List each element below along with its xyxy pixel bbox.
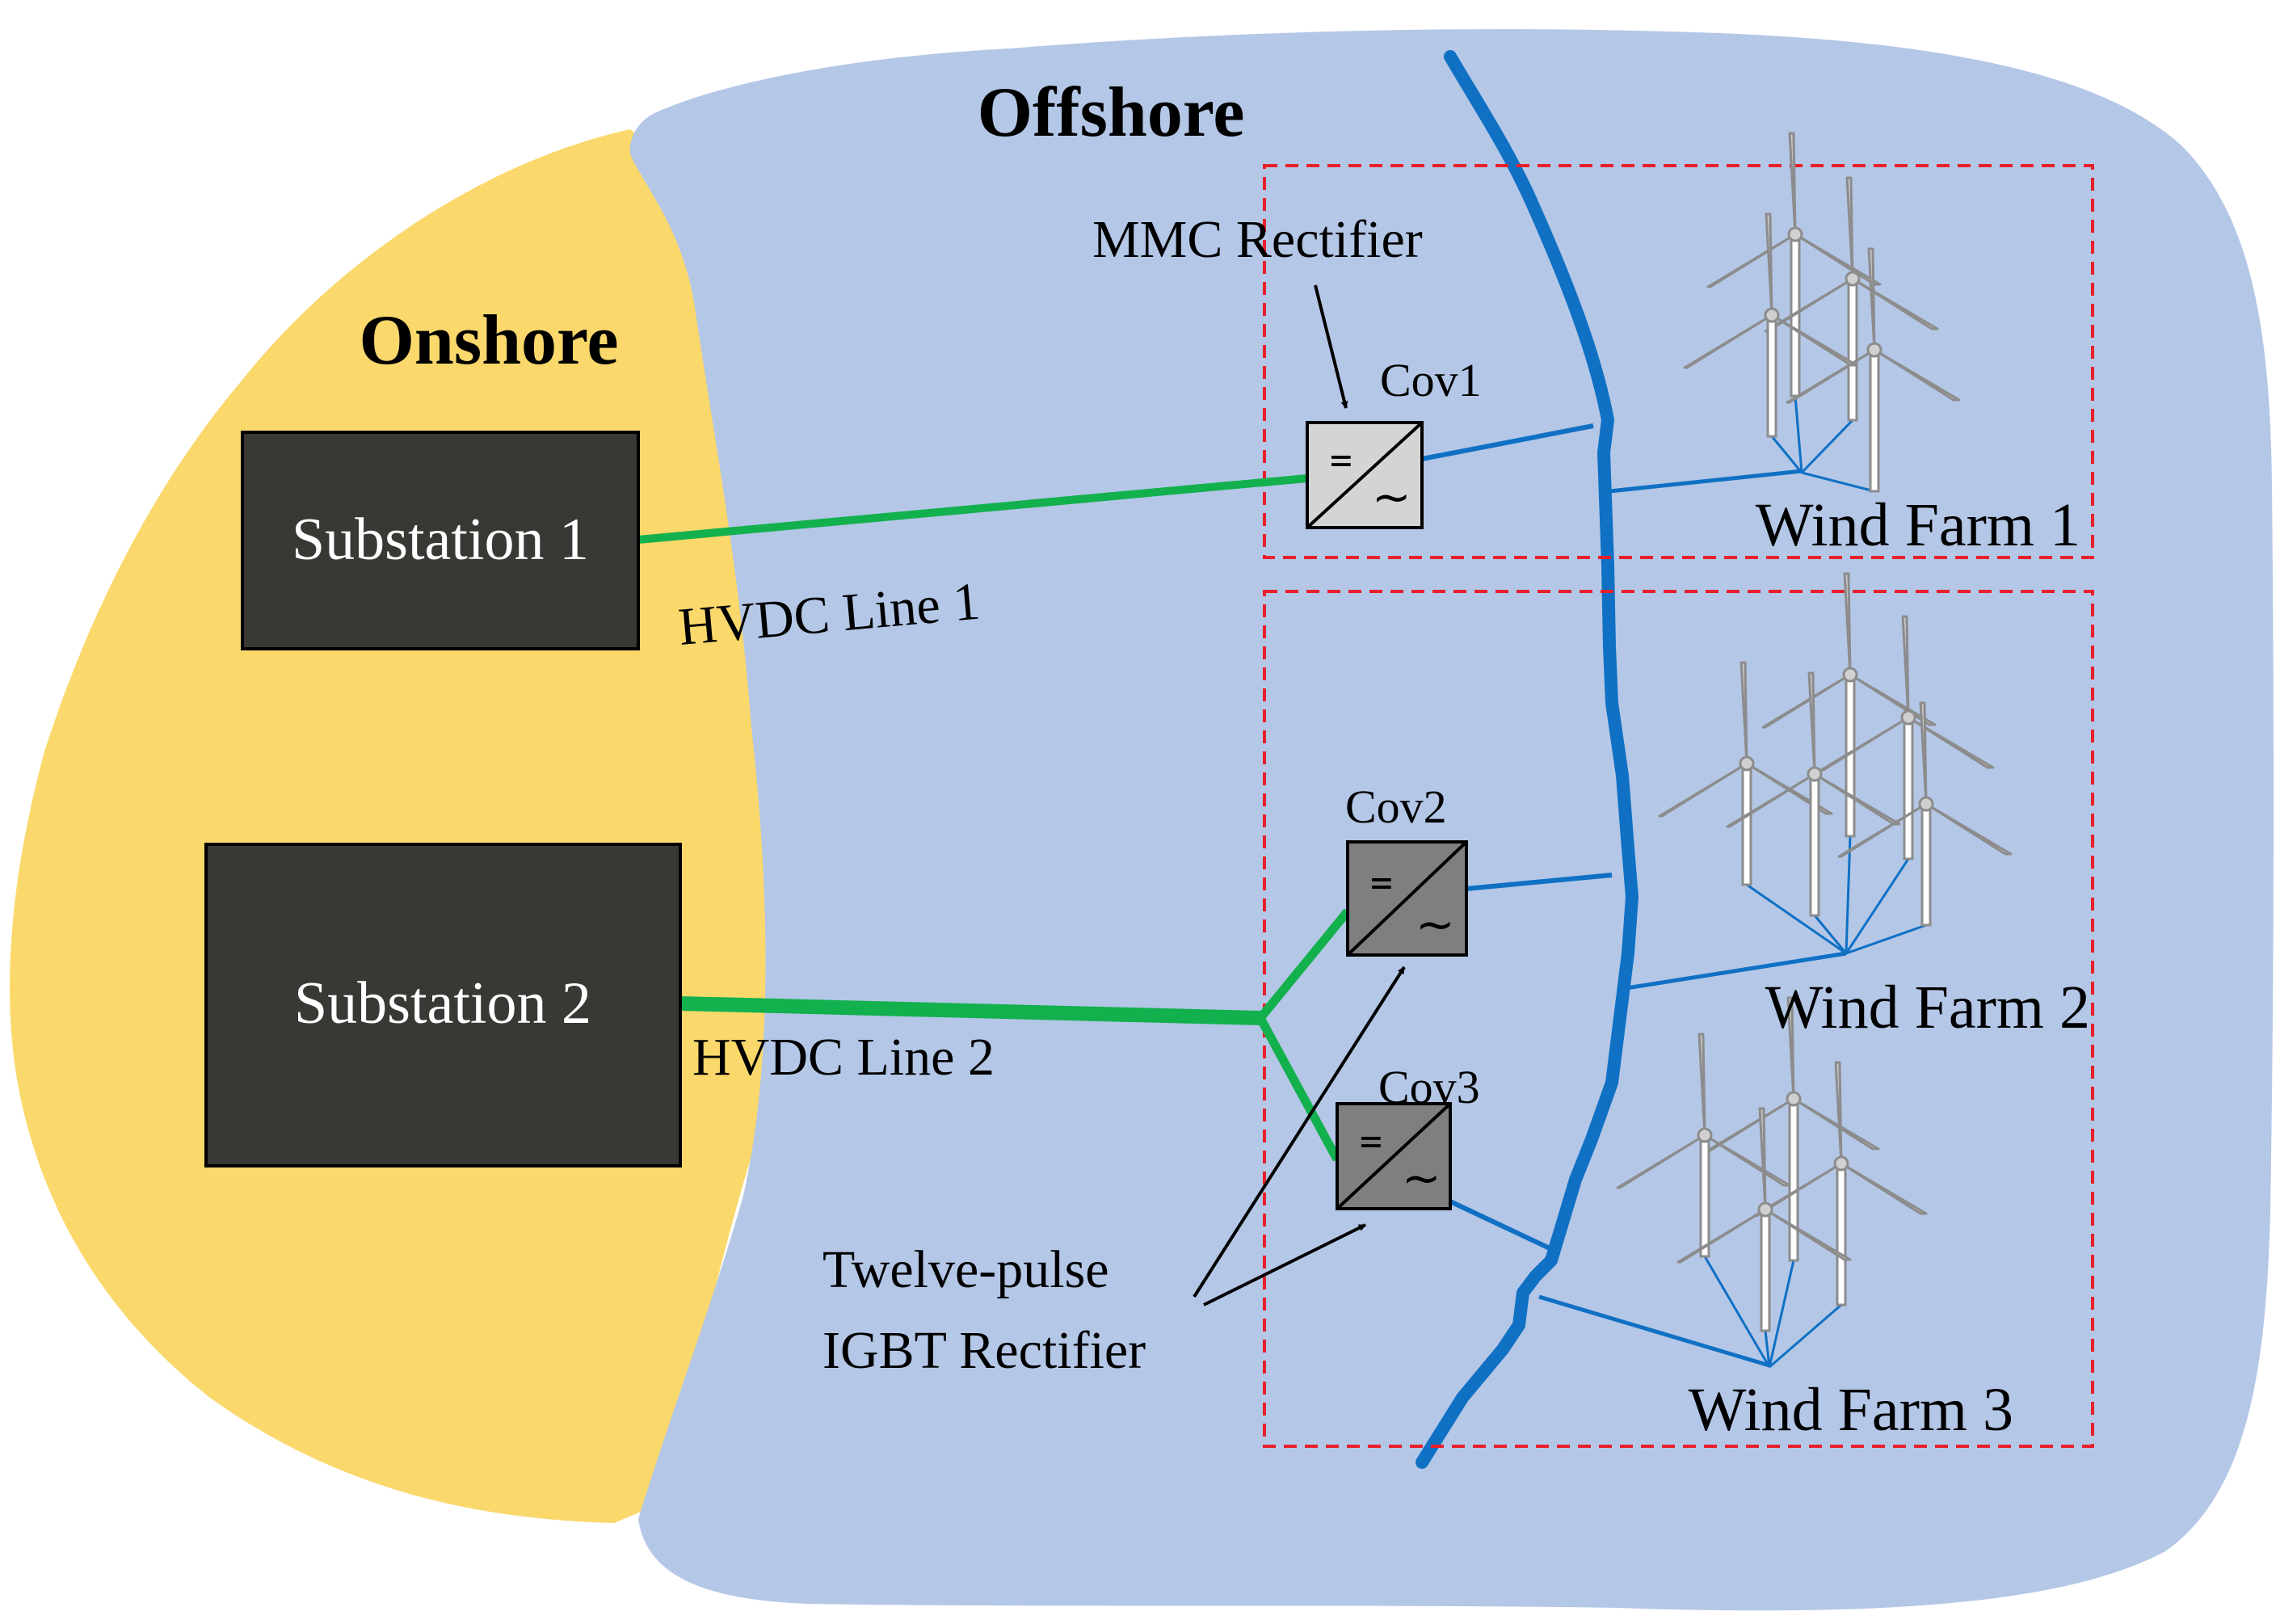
converter-cov2: = ~ <box>1346 840 1468 957</box>
wind-farm-1-turbines <box>1683 132 1961 493</box>
wind-turbine-icon <box>1676 1107 1852 1332</box>
dc-symbol: = <box>1370 860 1393 904</box>
wind-turbine-icon <box>1616 1033 1791 1258</box>
ac-line-cov1 <box>1421 423 1594 461</box>
hvdc-line-1 <box>637 474 1308 544</box>
ac-line-farm2 <box>1626 951 1847 991</box>
ac-line-cov2 <box>1466 873 1613 891</box>
collector-cable <box>1800 419 1854 474</box>
substation-2-label: Substation 2 <box>294 970 591 1037</box>
ac-line-farm1 <box>1609 469 1803 494</box>
collector-cable <box>1801 471 1875 493</box>
wind-turbine-icon <box>1837 701 2013 927</box>
converter-cov3: = ~ <box>1336 1102 1452 1210</box>
collector-cable <box>1746 883 1847 955</box>
substation-1-label: Substation 1 <box>292 507 589 573</box>
hvdc-branch-cov3 <box>1256 1016 1341 1162</box>
wind-farm-2-turbines <box>1658 572 2013 955</box>
ac-symbol: ~ <box>1372 469 1411 524</box>
turbine-groups <box>1616 132 2013 1369</box>
twelve-pulse-label: Twelve-pulse <box>822 1240 1109 1299</box>
offshore-region <box>629 29 2274 1611</box>
cov1-label: Cov1 <box>1380 354 1482 406</box>
hvdc-line-2 <box>679 996 1261 1025</box>
wind-turbine-icon <box>1726 671 1901 917</box>
converter-cov1: = ~ <box>1306 421 1424 529</box>
wind-farm-3-turbines <box>1616 996 1928 1369</box>
cov3-label: Cov3 <box>1378 1061 1480 1113</box>
twelve-arrow-cov2 <box>1193 966 1406 1298</box>
cov2-label: Cov2 <box>1345 780 1447 833</box>
converter-diagonal <box>1306 421 1424 529</box>
onshore-heading: Onshore <box>359 301 618 380</box>
wind-turbine-icon <box>1819 615 1995 860</box>
collector-cable <box>1768 1260 1795 1368</box>
substation-2 <box>204 843 682 1168</box>
collector-cable <box>1703 1256 1771 1368</box>
collector-cable <box>1794 395 1803 473</box>
converter-diagonal <box>1336 1102 1452 1210</box>
collector-cable <box>1769 1303 1842 1369</box>
converter-diagonal <box>1346 840 1468 957</box>
igbt-rectifier-label: IGBT Rectifier <box>822 1321 1146 1380</box>
collector-cable <box>1845 923 1927 955</box>
coastline <box>1416 50 1638 1469</box>
collector-cable <box>1770 435 1803 473</box>
hvdc-line-2-label: HVDC Line 2 <box>692 1028 995 1087</box>
wind-farm-1-label: Wind Farm 1 <box>1756 491 2080 559</box>
collector-cable <box>1845 835 1852 954</box>
wind-farm-3-label: Wind Farm 3 <box>1689 1376 2013 1444</box>
twelve-arrow-cov3 <box>1203 1223 1366 1306</box>
wind-farm-2-label: Wind Farm 2 <box>1765 974 2090 1041</box>
mmc-rectifier-label: MMC Rectifier <box>1092 210 1423 269</box>
ac-line-cov3 <box>1449 1199 1551 1251</box>
offshore-heading: Offshore <box>978 74 1245 152</box>
hvdc-branch-cov2 <box>1256 908 1352 1021</box>
dc-symbol: = <box>1330 438 1352 482</box>
wind-turbine-icon <box>1683 212 1858 438</box>
mmc-arrow <box>1314 284 1348 409</box>
ac-symbol: ~ <box>1416 897 1455 952</box>
collector-cable <box>1764 1330 1771 1368</box>
collector-cable <box>1845 858 1910 954</box>
substation-1 <box>241 431 640 650</box>
dc-symbol: = <box>1360 1119 1382 1163</box>
ac-line-farm3 <box>1538 1294 1770 1368</box>
ac-symbol: ~ <box>1402 1151 1441 1205</box>
wind-turbine-icon <box>1752 1061 1928 1306</box>
wind-turbine-icon <box>1786 247 1961 493</box>
wind-turbine-icon <box>1705 996 1880 1262</box>
collector-cable <box>1813 915 1848 954</box>
